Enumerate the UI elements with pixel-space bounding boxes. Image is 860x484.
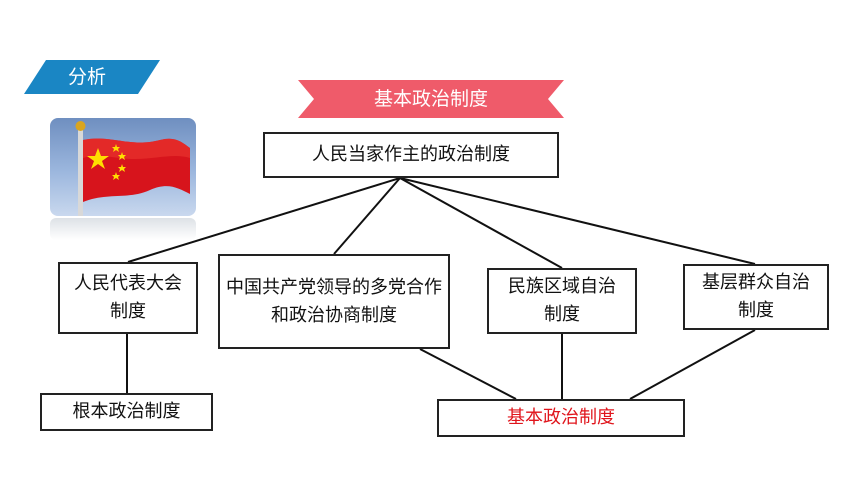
root-system-box: 根本政治制度 — [40, 393, 213, 431]
flag-photo — [50, 118, 196, 216]
child-box-npc: 人民代表大会制度 — [58, 262, 198, 334]
flag-illustration — [75, 121, 190, 216]
large-star-icon — [87, 148, 109, 169]
title-banner: 基本政治制度 — [298, 80, 564, 118]
section-tag-label: 分析 — [68, 66, 107, 88]
connector-cpc-basic — [419, 348, 517, 400]
small-star-icon — [112, 172, 120, 180]
child-label-ethnic: 民族区域自治制度 — [508, 276, 616, 325]
small-star-icon — [112, 144, 120, 152]
connector-root-cpc — [333, 177, 401, 255]
basic-system-box: 基本政治制度 — [437, 399, 685, 437]
child-box-cpc: 中国共产党领导的多党合作和政治协商制度 — [218, 254, 450, 349]
photo-reflection — [50, 218, 196, 240]
basic-system-label: 基本政治制度 — [507, 407, 615, 428]
connector-root-ethnic — [399, 177, 563, 269]
root-label: 人民当家作主的政治制度 — [312, 144, 510, 165]
flag-highlight — [83, 138, 190, 159]
section-tag: 分析 — [24, 60, 160, 94]
flag-pole-top — [75, 121, 86, 131]
child-box-ethnic: 民族区域自治制度 — [487, 268, 637, 334]
small-star-icon — [118, 152, 126, 160]
connector-root-npc — [127, 177, 401, 263]
child-label-cpc: 中国共产党领导的多党合作和政治协商制度 — [226, 276, 442, 326]
root-box: 人民当家作主的政治制度 — [263, 132, 559, 178]
child-box-grassroots: 基层群众自治制度 — [683, 264, 829, 330]
root-system-label: 根本政治制度 — [72, 401, 181, 422]
child-label-grassroots: 基层群众自治制度 — [702, 272, 810, 321]
small-star-icon — [118, 164, 126, 172]
child-label-npc: 人民代表大会制度 — [74, 273, 182, 322]
connector-grassroots-basic — [629, 329, 756, 400]
flag-pole — [78, 124, 83, 216]
title-banner-label: 基本政治制度 — [373, 88, 488, 110]
connector-root-grassroots — [399, 177, 756, 265]
